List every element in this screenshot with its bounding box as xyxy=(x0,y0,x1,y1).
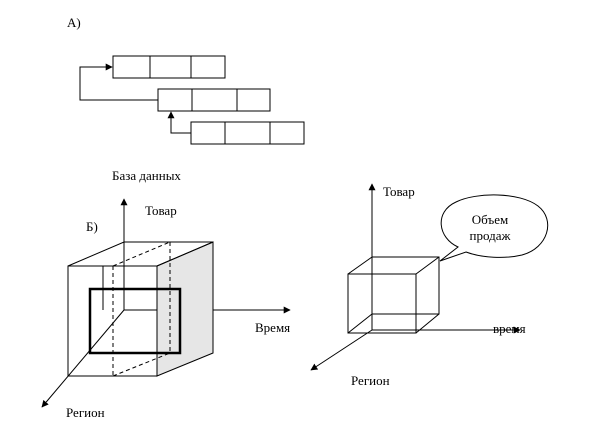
axis-region-right xyxy=(310,329,373,371)
link-arrow-3-to-2 xyxy=(167,111,191,134)
record-list-1 xyxy=(112,55,226,79)
database-label: База данных xyxy=(112,168,181,183)
axis-region-label-right: Регион xyxy=(351,373,390,388)
bubble-line-1: Объем xyxy=(471,212,509,227)
axis-product-label-left: Товар xyxy=(145,203,177,218)
bubble-line-2: продаж xyxy=(469,228,511,243)
small-cube xyxy=(347,256,440,334)
axis-time-label-right: время xyxy=(493,321,526,336)
bubble-text: Объем продаж xyxy=(452,212,528,244)
axis-region-left xyxy=(41,309,125,408)
link-arrow-2-to-1 xyxy=(79,63,158,101)
part-a-label: А) xyxy=(67,15,81,30)
cube-slice-dashed xyxy=(112,241,171,377)
record-list-2 xyxy=(157,88,271,112)
axis-time-label-left: Время xyxy=(255,320,291,335)
cube-highlight-slice xyxy=(88,287,182,355)
record-list-3 xyxy=(190,121,305,145)
axis-region-label-left: Регион xyxy=(66,405,105,420)
axis-product-label-right: Товар xyxy=(383,184,415,199)
part-b-label: Б) xyxy=(86,219,98,234)
speech-bubble xyxy=(439,194,549,262)
